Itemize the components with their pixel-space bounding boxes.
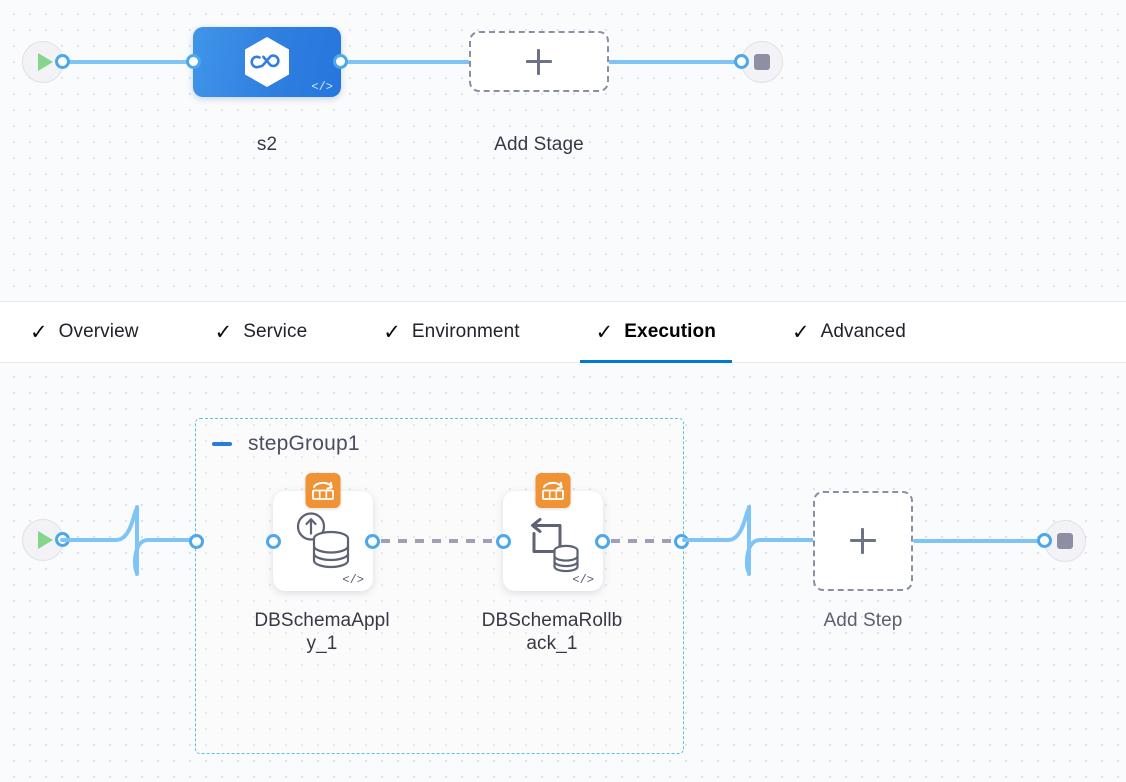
- tab-label: Advanced: [820, 321, 906, 342]
- step1-output-port[interactable]: [365, 534, 380, 549]
- tab-service[interactable]: ✓ Service: [199, 302, 324, 363]
- check-icon: ✓: [214, 320, 233, 344]
- add-step-button[interactable]: [813, 491, 913, 591]
- step2-input-port[interactable]: [496, 534, 511, 549]
- stage-canvas[interactable]: </> Add Stage s2: [0, 0, 1126, 301]
- step-node-dbschemarollback[interactable]: </>: [496, 473, 610, 591]
- step-node-body[interactable]: </>: [273, 473, 373, 591]
- add-step-node[interactable]: [813, 491, 913, 591]
- pipeline-end-node[interactable]: [734, 41, 783, 83]
- stage-config-tabs: ✓ Overview ✓ Service ✓ Environment ✓ Exe…: [0, 301, 1126, 364]
- stage-label-s2: s2: [256, 134, 278, 155]
- wire-stage-to-addstage: [334, 60, 474, 64]
- stop-square-icon: [754, 54, 770, 70]
- step-label-line2: ack_1: [526, 633, 578, 655]
- step-node-body[interactable]: </>: [503, 473, 603, 591]
- tab-overview[interactable]: ✓ Overview: [14, 302, 155, 363]
- code-brackets-icon: </>: [572, 573, 594, 587]
- step-label-dbschemaapply: DBSchemaAppl y_1: [222, 609, 422, 655]
- tab-label: Execution: [624, 321, 716, 342]
- tab-label: Overview: [58, 321, 139, 342]
- wire-start-to-stage: [62, 60, 207, 64]
- end-node-input-port[interactable]: [1037, 533, 1052, 548]
- execution-end-node[interactable]: [1037, 520, 1086, 562]
- stage-node-s2[interactable]: </>: [186, 27, 348, 97]
- database-rollback-arrow-icon: [516, 505, 590, 579]
- check-icon: ✓: [595, 320, 614, 344]
- stage-node-body[interactable]: </>: [193, 27, 341, 97]
- check-icon: ✓: [791, 320, 810, 344]
- wire-addstep-to-end: [913, 539, 1045, 543]
- wire-step2-to-group-out: [611, 539, 679, 543]
- step-group-title: stepGroup1: [248, 432, 360, 455]
- connector-group-to-addstep: [682, 505, 816, 576]
- start-node-output-port[interactable]: [55, 54, 70, 69]
- pipeline-start-node[interactable]: [22, 41, 70, 83]
- tab-environment[interactable]: ✓ Environment: [367, 302, 535, 363]
- stop-square-icon: [1057, 533, 1073, 549]
- start-node-circle: [22, 41, 64, 83]
- step-label-dbschemarollback: DBSchemaRollb ack_1: [452, 609, 652, 655]
- play-icon: [38, 53, 53, 71]
- harness-hexagon-infinity-icon: [243, 36, 291, 88]
- tab-label: Environment: [411, 321, 520, 342]
- stage-input-port[interactable]: [186, 54, 201, 69]
- stage-output-port[interactable]: [333, 54, 348, 69]
- step-group-container[interactable]: stepGroup1: [195, 418, 684, 754]
- add-stage-label: Add Stage: [494, 134, 584, 155]
- code-brackets-icon: </>: [342, 573, 364, 587]
- plus-icon: [850, 528, 876, 554]
- execution-canvas[interactable]: stepGroup1: [0, 363, 1126, 782]
- db-migration-badge-icon: [535, 473, 571, 508]
- wire-addstage-to-end: [604, 60, 749, 64]
- step-group-input-port[interactable]: [189, 534, 204, 549]
- step1-input-port[interactable]: [266, 534, 281, 549]
- play-icon: [38, 531, 53, 549]
- minus-icon[interactable]: [212, 442, 232, 446]
- step2-output-port[interactable]: [595, 534, 610, 549]
- plus-icon: [526, 48, 552, 75]
- add-stage-node[interactable]: [469, 31, 609, 92]
- database-apply-up-arrow-icon: [286, 505, 360, 579]
- code-brackets-icon: </>: [311, 80, 333, 94]
- step-label-line1: DBSchemaAppl: [254, 610, 390, 631]
- wire-step1-to-step2: [381, 539, 499, 543]
- check-icon: ✓: [30, 320, 48, 344]
- tab-label: Service: [243, 321, 308, 342]
- tab-execution[interactable]: ✓ Execution: [579, 302, 733, 364]
- add-step-label: Add Step: [823, 610, 903, 631]
- connector-start-to-group: [60, 505, 204, 576]
- step-node-dbschemaapply[interactable]: </>: [266, 473, 380, 591]
- add-stage-button[interactable]: [469, 31, 609, 92]
- tab-advanced[interactable]: ✓ Advanced: [776, 302, 922, 363]
- db-migration-badge-icon: [305, 473, 341, 508]
- check-icon: ✓: [383, 320, 401, 344]
- step-label-line2: y_1: [306, 633, 338, 655]
- end-node-input-port[interactable]: [734, 54, 749, 69]
- step-group-header: stepGroup1: [212, 432, 360, 456]
- step-label-line1: DBSchemaRollb: [481, 610, 623, 631]
